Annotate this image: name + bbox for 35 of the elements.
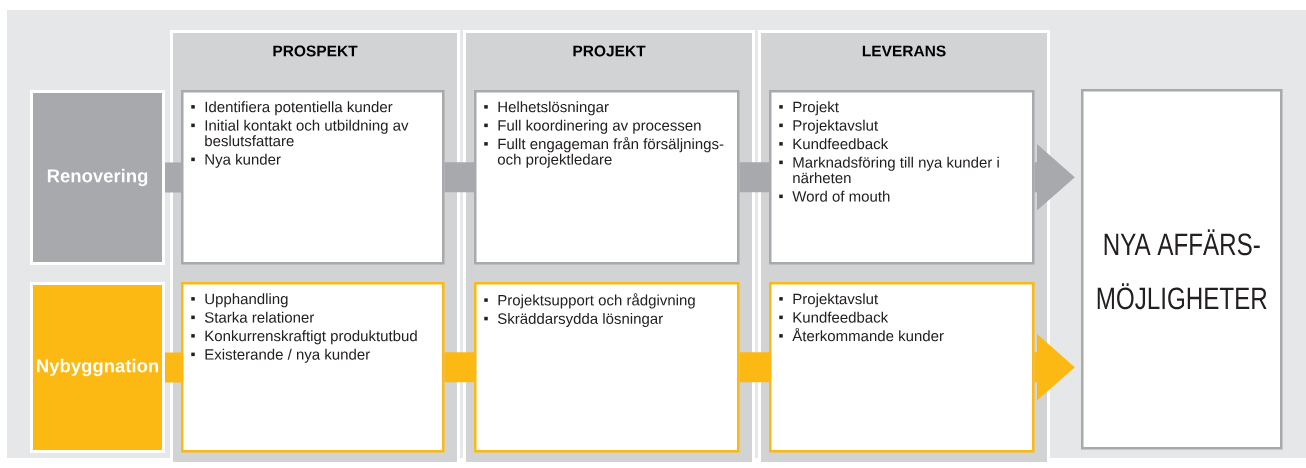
content-box (769, 282, 1035, 453)
bullet-item: Fullt engageman från försäljnings- och projektledare (484, 137, 724, 168)
bullet-item: Kundfeedback (779, 311, 889, 323)
bullet-item: Upphandling (191, 293, 288, 308)
category-box (30, 282, 165, 453)
bullet-item: Full koordinering av processen (484, 119, 701, 134)
category-box (30, 90, 165, 265)
content-box (474, 90, 740, 265)
column-heading: PROSPEKT (273, 45, 358, 57)
bullet-item: Initial kontakt och utbildning av beslutsfattare (191, 119, 409, 147)
bullet-item: Återkommande kunder (779, 328, 944, 342)
bullet-item: Starka relationer (191, 311, 315, 323)
content-box (474, 282, 740, 453)
content-box (181, 282, 445, 453)
bullet-item: Projektsupport och rådgivning (484, 293, 695, 309)
bullet-item: Word of mouth (779, 190, 890, 202)
bullet-item: Existerande / nya kunder (191, 348, 370, 363)
content-box (769, 90, 1035, 265)
bullet-item: Marknadsföring till nya kunder i närheten (779, 156, 999, 184)
bullet-item: Identifiera potentiella kunder (191, 101, 393, 116)
bullet-item: Nya kunder (191, 153, 281, 168)
bullet-item: Helhetslösningar (484, 101, 609, 116)
bullet-item: Projekt (779, 101, 839, 116)
column-heading: LEVERANS (862, 45, 946, 57)
column-heading: PROJEKT (573, 45, 646, 57)
bullet-item: Skräddarsydda lösningar (484, 312, 663, 327)
result-box (1081, 89, 1283, 450)
bullet-item: Konkurrenskraftigt produktutbud (191, 330, 417, 345)
row-label: Nybyggnation (37, 358, 159, 377)
content-box (181, 90, 445, 265)
bullet-item: Projektavslut (779, 119, 878, 134)
result-text: NYA AFFÄRS- MÖJLIGHETER (1097, 229, 1267, 310)
bullet-item: Projektavslut (779, 293, 878, 308)
row-label: Renovering (47, 168, 148, 187)
bullet-item: Kundfeedback (779, 138, 889, 150)
